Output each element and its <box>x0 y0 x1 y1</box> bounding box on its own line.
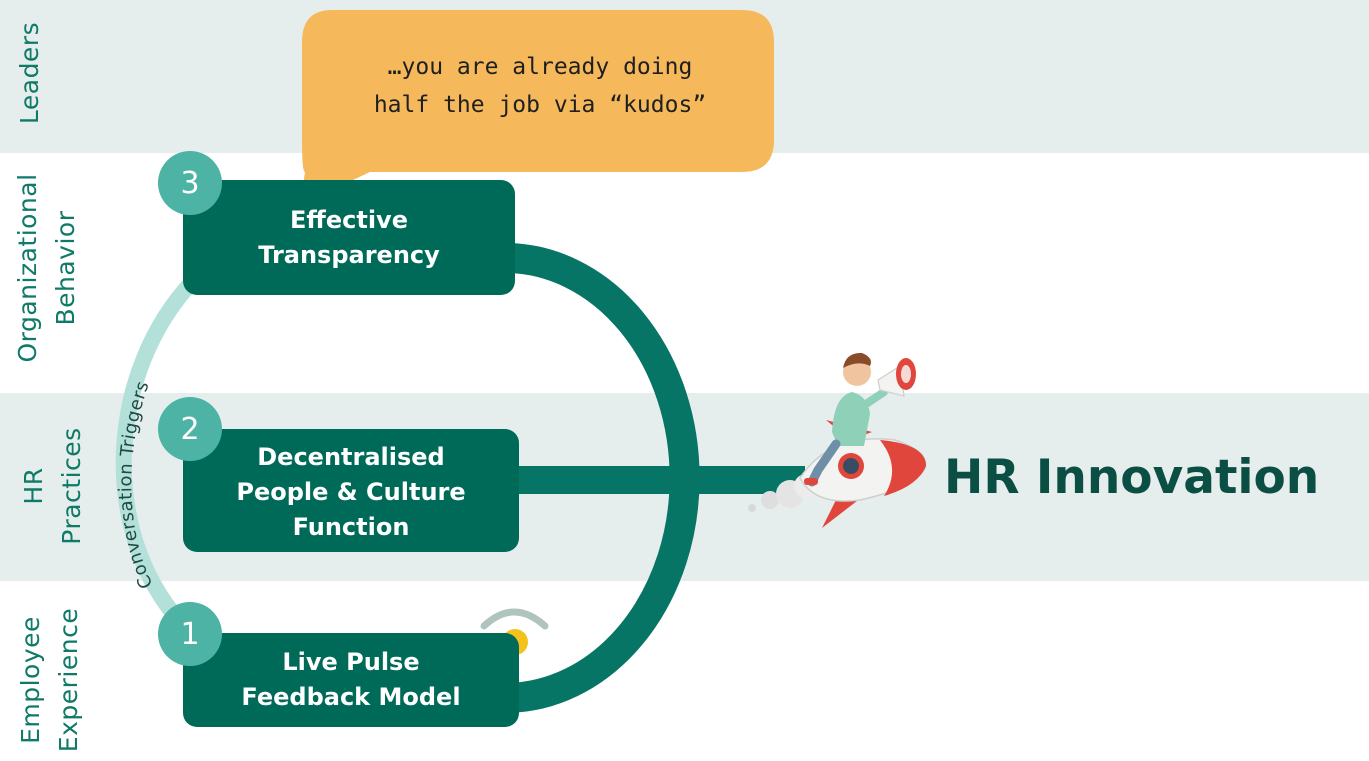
step-badge-3: 3 <box>158 151 222 215</box>
callout-bubble <box>300 10 774 205</box>
callout-line-1: …you are already doing <box>387 54 693 80</box>
outcome-hr-innovation: HR Innovation <box>944 450 1320 505</box>
connector-bar <box>505 466 805 494</box>
rocket-rider-illustration <box>748 352 927 528</box>
callout-line-2: half the job via “kudos” <box>373 92 707 118</box>
step-badge-1: 1 <box>158 602 222 666</box>
megaphone-icon <box>877 358 916 397</box>
step-badge-2: 2 <box>158 397 222 461</box>
conversation-triggers-arrow <box>115 274 200 620</box>
callout-text: …you are already doing half the job via … <box>310 48 770 124</box>
